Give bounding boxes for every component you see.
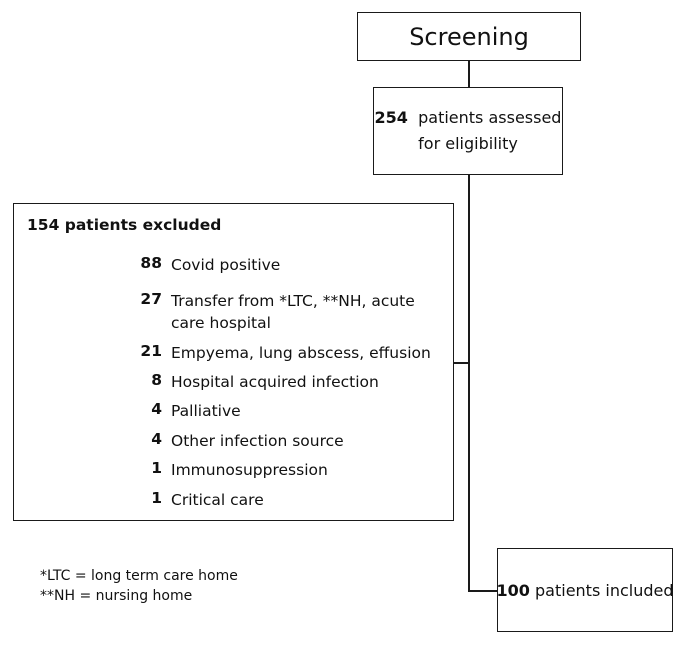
reason-count: 8 — [151, 371, 162, 389]
connector-to-included — [468, 590, 497, 592]
excluded-reason: 4 Palliative — [14, 400, 241, 422]
excluded-reason: 1 Immunosuppression — [14, 459, 328, 481]
reason-count: 1 — [151, 489, 162, 507]
excluded-reason: 1 Critical care — [14, 489, 264, 511]
excluded-reason: 4 Other infection source — [14, 430, 344, 452]
reason-label-continued: care hospital — [171, 314, 271, 332]
assessed-box: 254 patients assessed for eligibility — [373, 87, 563, 175]
reason-count: 27 — [140, 290, 162, 308]
assessed-count: 254 — [374, 108, 408, 127]
reason-count: 21 — [140, 342, 162, 360]
assessed-line-1: 254 patients assessed — [375, 105, 562, 131]
excluded-reason: 88 Covid positive — [14, 254, 280, 276]
reason-count: 1 — [151, 459, 162, 477]
connector-to-excluded — [454, 362, 469, 364]
screening-box: Screening — [357, 12, 581, 61]
excluded-reason: 27 Transfer from *LTC, **NH, acute care … — [14, 290, 415, 334]
reason-label: Empyema, lung abscess, effusion — [171, 344, 431, 362]
reason-label: Palliative — [171, 402, 241, 420]
included-box: 100 patients included — [496, 548, 674, 632]
footnotes: *LTC = long term care home **NH = nursin… — [40, 566, 238, 606]
reason-label: Critical care — [171, 491, 264, 509]
reason-count: 4 — [151, 400, 162, 418]
connector-screening-to-assessed — [468, 61, 470, 87]
connector-main-vertical — [468, 175, 470, 591]
excluded-reason: 21 Empyema, lung abscess, effusion — [14, 342, 431, 364]
footnote: *LTC = long term care home — [40, 568, 238, 584]
included-count: 100 — [496, 580, 530, 600]
assessed-line-2: for eligibility — [418, 134, 518, 153]
reason-count: 88 — [140, 254, 162, 272]
reason-label: Immunosuppression — [171, 461, 328, 479]
reason-label: Covid positive — [171, 256, 281, 274]
assessed-text: patients assessed — [418, 108, 562, 127]
excluded-box: 154 patients excluded 88 Covid positive … — [13, 203, 454, 521]
reason-label: Transfer from *LTC, **NH, acute — [171, 292, 415, 310]
reason-count: 4 — [151, 430, 162, 448]
screening-label: Screening — [409, 22, 529, 51]
excluded-title: 154 patients excluded — [27, 216, 222, 234]
included-label: patients included — [535, 580, 674, 600]
reason-label: Other infection source — [171, 432, 344, 450]
reason-label: Hospital acquired infection — [171, 373, 379, 391]
excluded-reason: 8 Hospital acquired infection — [14, 371, 379, 393]
footnote: **NH = nursing home — [40, 588, 193, 604]
